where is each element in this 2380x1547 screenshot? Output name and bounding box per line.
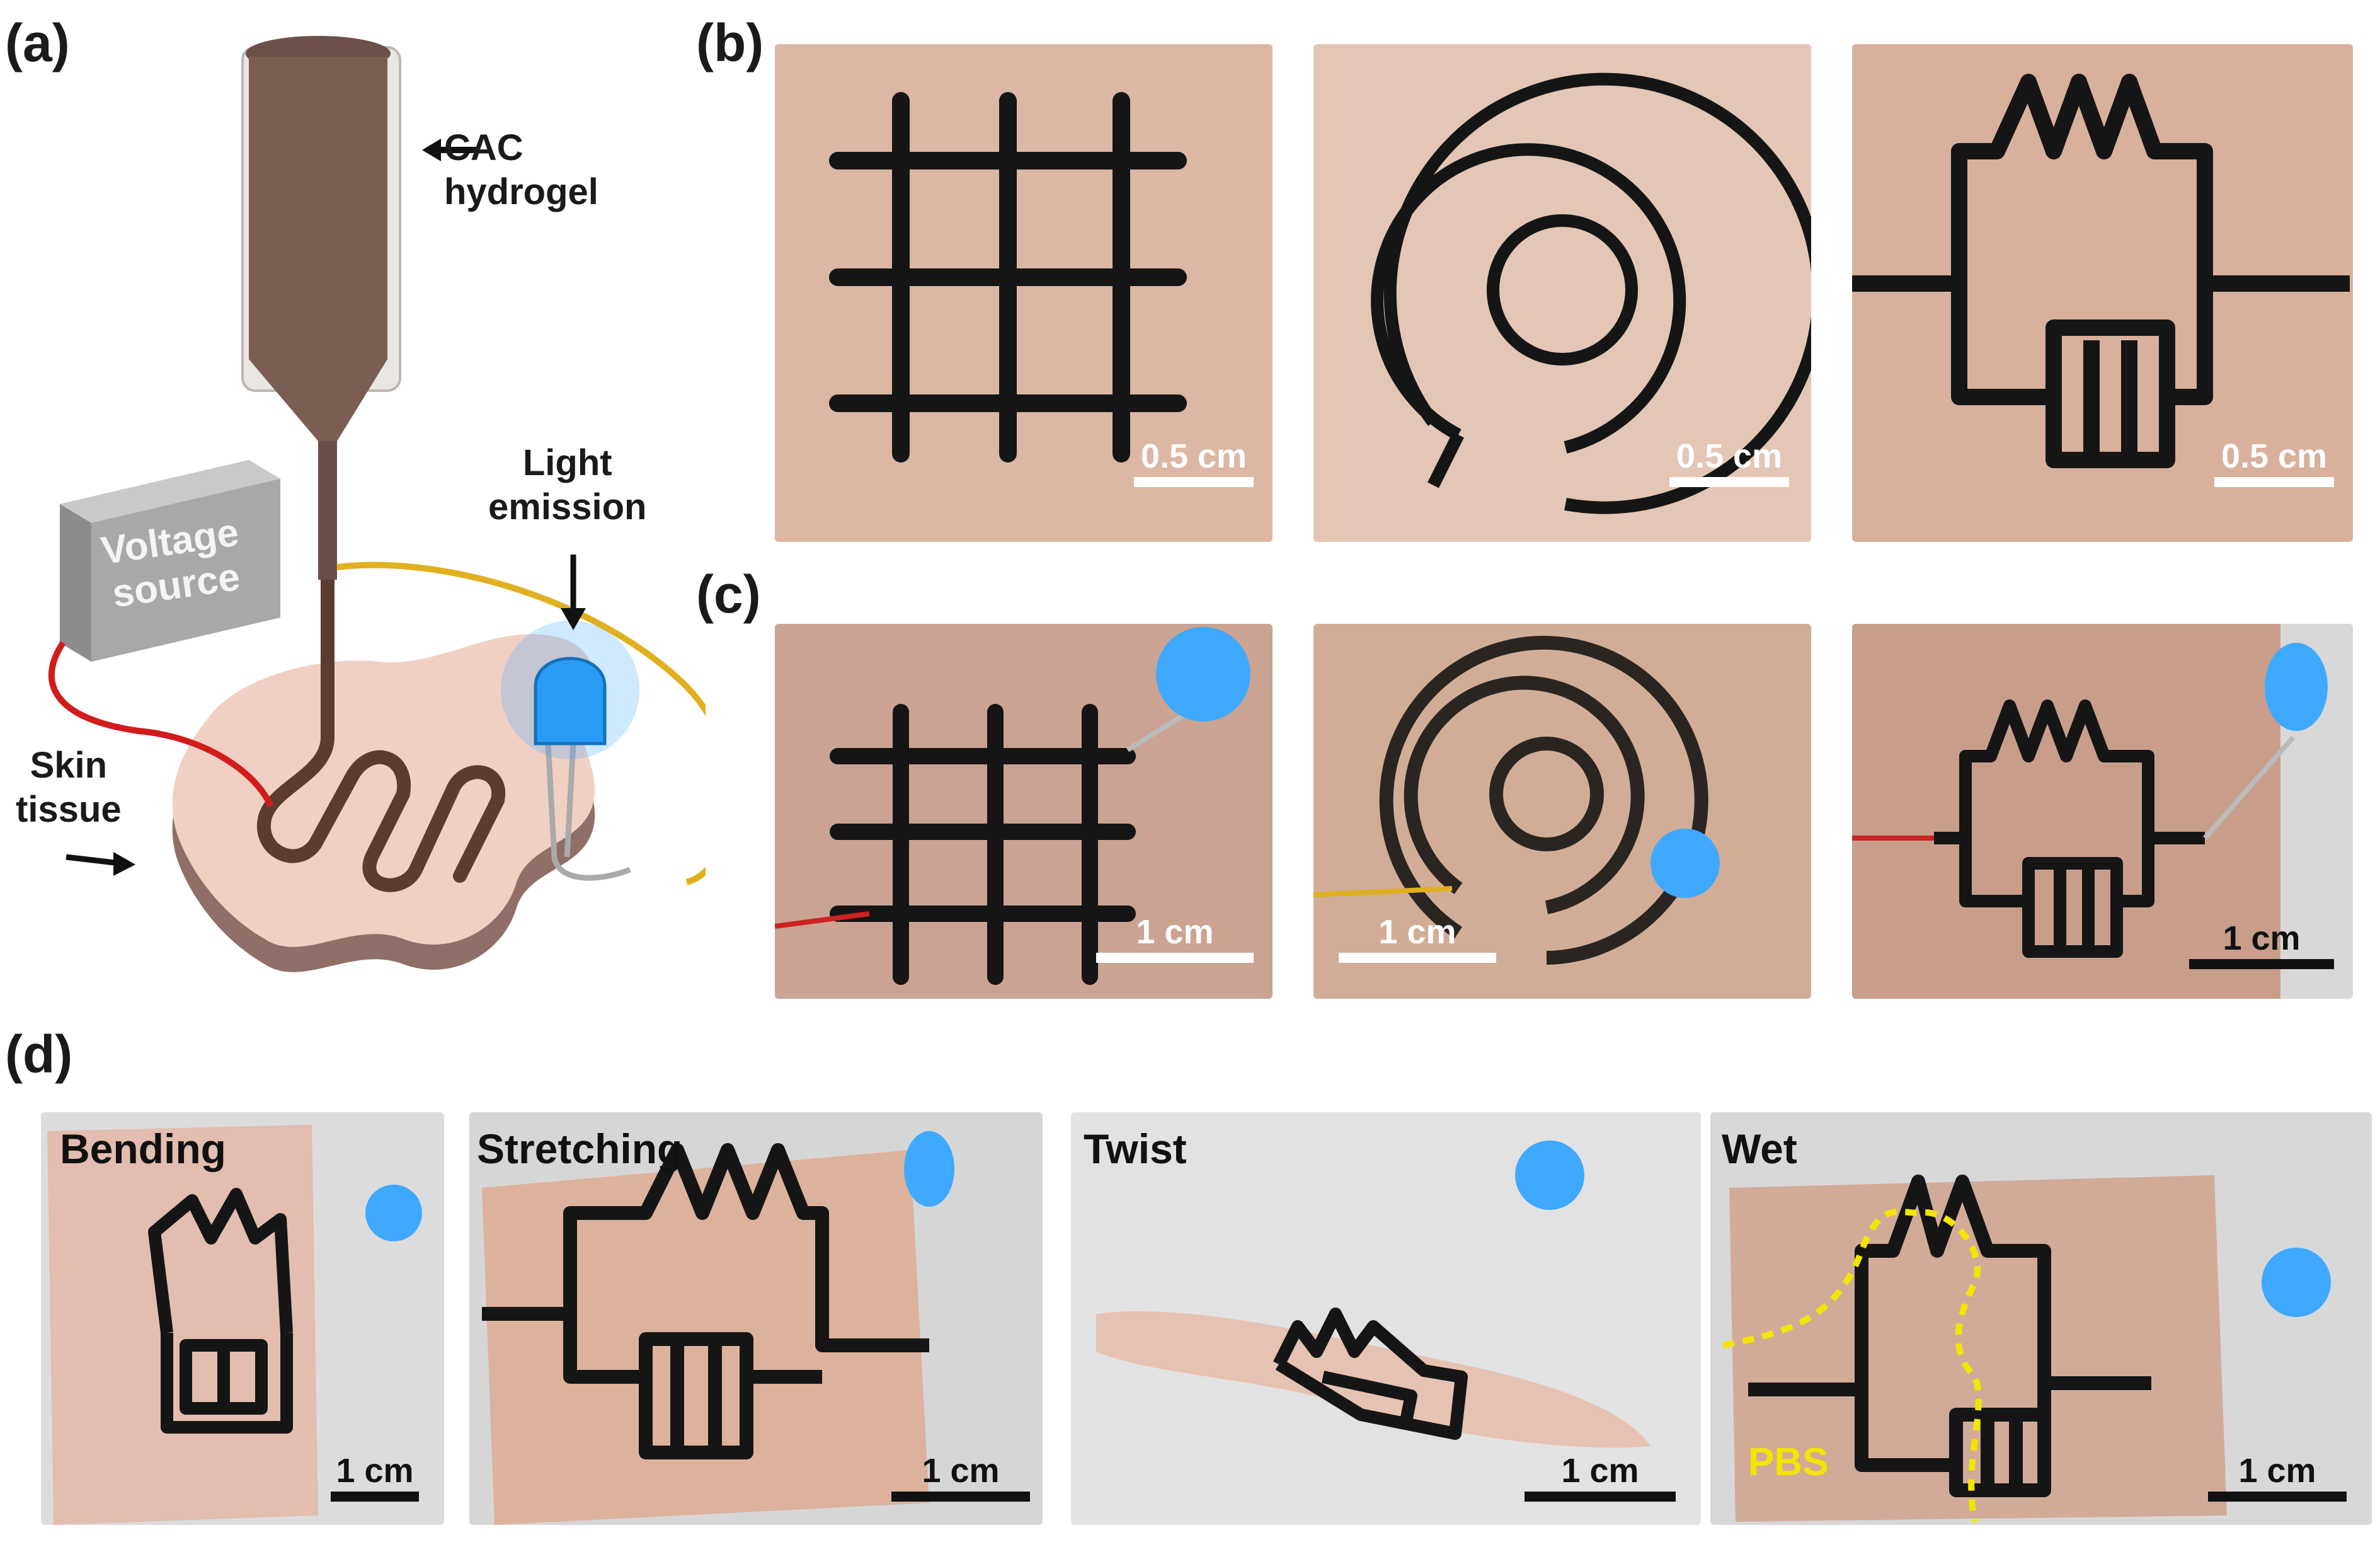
pbs-label: PBS [1748, 1441, 1829, 1484]
scale-bar-c1: 1 cm [1096, 914, 1254, 963]
scale-bar-c2: 1 cm [1339, 914, 1496, 963]
panel-label-d: (d) [5, 1025, 73, 1084]
skin-tissue-label: Skin tissue [16, 745, 122, 830]
photo-b-grid: 0.5 cm [775, 44, 1273, 542]
photo-c-spiral: 1 cm [1313, 624, 1811, 999]
condition-label-wet: Wet [1722, 1125, 1797, 1172]
photo-d-stretching: Stretching 1 cm [469, 1112, 1043, 1525]
hydrogel-label: CAC hydrogel [444, 127, 598, 212]
led-icon [501, 621, 639, 759]
photo-d-bending: Bending 1 cm [41, 1112, 444, 1525]
yellow-wire [336, 561, 706, 885]
photo-b-spiral: 0.5 cm [1313, 44, 1811, 542]
scale-bar-d3: 1 cm [1525, 1452, 1676, 1502]
scale-bar-d4: 1 cm [2208, 1452, 2347, 1502]
photo-c-circuit: 1 cm [1852, 624, 2353, 999]
grey-wire [545, 743, 631, 881]
syringe [241, 36, 401, 580]
panel-label-c: (c) [696, 565, 761, 624]
skin-tissue-slab [172, 634, 595, 972]
condition-label-twist: Twist [1084, 1125, 1187, 1172]
scale-bar-d1: 1 cm [331, 1452, 419, 1502]
condition-label-bending: Bending [60, 1125, 226, 1172]
scale-bar-b2: 0.5 cm [1669, 438, 1789, 487]
scale-bar-b3: 0.5 cm [2214, 438, 2334, 487]
scale-bar-b1: 0.5 cm [1134, 438, 1254, 487]
condition-label-stretching: Stretching [477, 1125, 683, 1172]
photo-b-circuit: 0.5 cm [1852, 44, 2353, 542]
panel-label-a: (a) [5, 13, 70, 72]
red-wire [48, 641, 274, 808]
light-emission-label: Light emission [488, 442, 647, 527]
photo-c-grid: 1 cm [775, 624, 1273, 999]
scale-bar-d2: 1 cm [891, 1452, 1030, 1502]
schematic-illustration [48, 36, 706, 972]
panel-label-b: (b) [696, 13, 764, 72]
serpentine-trace [256, 566, 506, 892]
photo-d-wet: Wet PBS 1 cm [1710, 1112, 2372, 1525]
voltage-source-box [60, 460, 280, 662]
scale-bar-c3: 1 cm [2189, 920, 2334, 969]
photo-d-twist: Twist 1 cm [1071, 1112, 1701, 1525]
